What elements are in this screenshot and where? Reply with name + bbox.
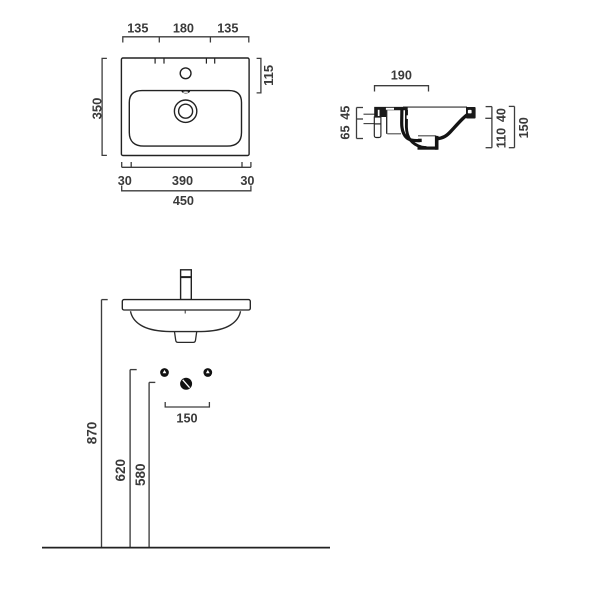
svg-text:30: 30 xyxy=(118,174,132,188)
svg-text:45: 45 xyxy=(338,106,352,120)
svg-text:65: 65 xyxy=(338,125,352,139)
svg-text:190: 190 xyxy=(391,69,412,83)
svg-text:390: 390 xyxy=(172,174,193,188)
svg-text:180: 180 xyxy=(173,22,194,36)
svg-text:135: 135 xyxy=(127,22,148,36)
svg-text:620: 620 xyxy=(113,459,128,482)
svg-text:115: 115 xyxy=(261,65,276,86)
svg-text:110: 110 xyxy=(495,128,509,148)
svg-text:150: 150 xyxy=(176,412,197,426)
svg-text:30: 30 xyxy=(240,174,254,188)
svg-text:580: 580 xyxy=(133,463,148,486)
svg-text:350: 350 xyxy=(89,98,104,120)
svg-text:450: 450 xyxy=(173,194,194,208)
svg-text:135: 135 xyxy=(217,22,238,36)
svg-text:40: 40 xyxy=(495,108,509,122)
svg-text:150: 150 xyxy=(517,117,531,138)
svg-text:870: 870 xyxy=(84,422,99,445)
